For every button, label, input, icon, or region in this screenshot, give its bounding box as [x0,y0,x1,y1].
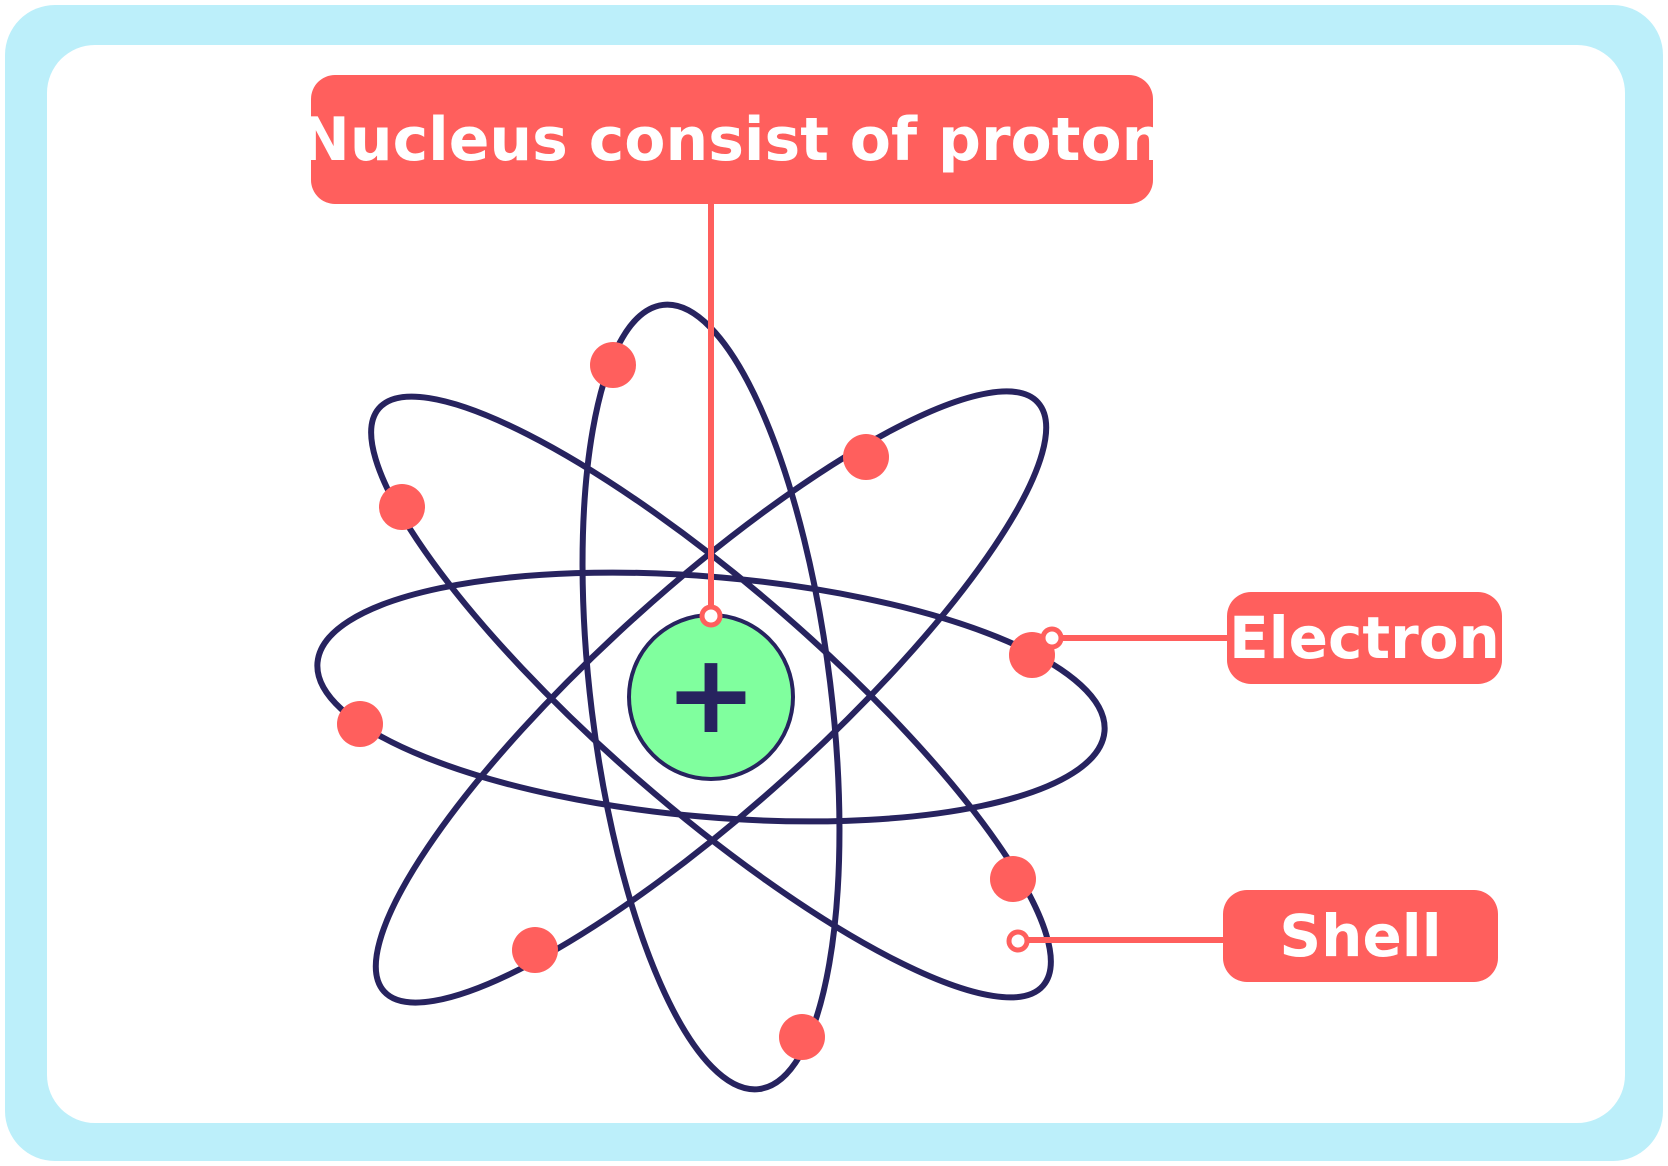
atom-model: + [314,204,1227,1093]
shell-label-text: Shell [1279,902,1442,970]
electron [590,342,636,388]
orbit-shell-diagonal-down [368,393,1054,1001]
nucleus-label-text: Nucleus consist of proton [299,104,1165,175]
leader-lines [708,204,1227,943]
shell-label: Shell [1223,890,1498,982]
orbit-shells [314,301,1108,1093]
electron-label-text: Electron [1229,604,1500,672]
electron [779,1014,825,1060]
orbit-shell-diagonal-up [372,388,1050,1006]
proton-plus-sign: + [665,630,757,758]
nucleus-pointer-dot [699,604,723,628]
electron [337,701,383,747]
orbit-shell-horizontal [314,569,1108,825]
electron [990,856,1036,902]
nucleus-label: Nucleus consist of proton [300,75,1164,204]
electron [379,484,425,530]
shell-pointer-dot [1006,929,1030,953]
nucleus: + [627,613,795,781]
electron [512,927,558,973]
electron-label: Electron [1227,592,1502,684]
electron-pointer-dot [1040,626,1064,650]
leader-endpoints [699,604,1064,953]
electron [843,434,889,480]
orbit-shell-vertical [579,301,843,1093]
